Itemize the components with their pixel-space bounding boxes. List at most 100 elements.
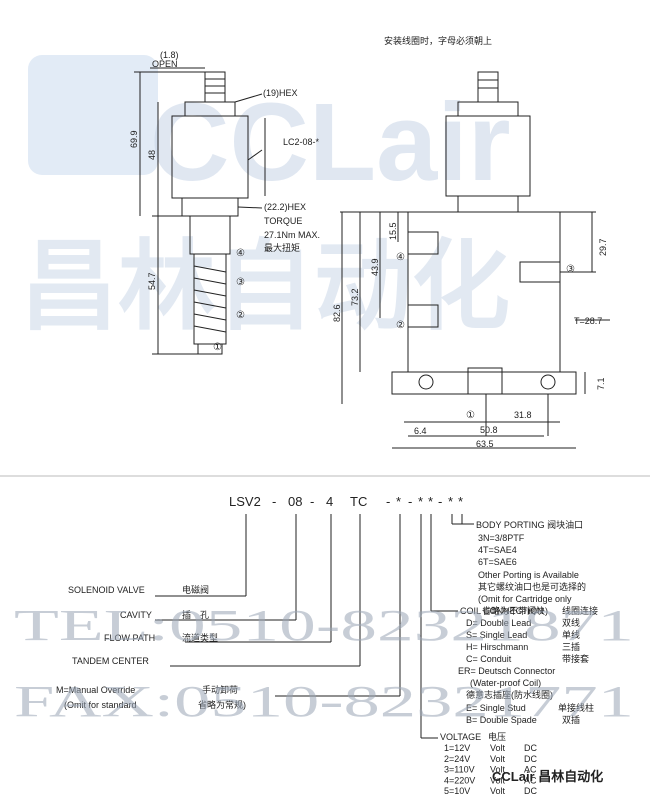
voltage-title-cn: 电压 — [488, 731, 506, 742]
dim-43-9: 43.9 — [370, 258, 380, 276]
dim-15-5: 15.5 — [388, 222, 398, 240]
body-porting-note-4: 省略为不带阀块) — [482, 605, 548, 616]
manifold-block-view — [340, 71, 610, 449]
dim-7-1: 7.1 — [596, 377, 606, 390]
body-porting-note-2: 其它螺纹油口也是可选择的 — [478, 581, 586, 592]
dim-82-6: 82.6 — [332, 304, 342, 322]
coil-row-e: E= Single Stud — [466, 703, 526, 713]
voltage-unit: Volt — [490, 775, 506, 785]
dim-69-9: 69.9 — [129, 130, 139, 148]
coil-connection-title: COIL CONNECTION — [460, 606, 544, 616]
voltage-code: 4=220V — [444, 775, 475, 785]
coil-row-s-cn: 单线 — [562, 629, 580, 640]
voltage-type: AC — [524, 775, 537, 785]
label-flow-path-cn: 流道类型 — [182, 632, 218, 643]
body-porting-block: BODY PORTING 阀块油口 3N=3/8PTF 4T=SAE4 6T=S… — [476, 519, 586, 616]
voltage-unit: Volt — [490, 743, 506, 753]
voltage-block: VOLTAGE 电压 — [440, 731, 506, 742]
body-porting-note-1: Other Porting is Available — [478, 570, 579, 580]
dim-63-5: 63.5 — [476, 439, 494, 449]
cartridge-side-view — [134, 67, 266, 355]
body-porting-title: BODY PORTING 阀块油口 — [476, 519, 583, 530]
coil-connection-block: COIL CONNECTION 线圈连接 D= Double Lead 双线 S… — [458, 605, 598, 725]
model-code-dash-1: - — [272, 494, 276, 509]
port-3-left: ③ — [236, 277, 245, 288]
contact-watermarks: TEL:0510-82321871 FAX:0510-82321771 — [14, 601, 634, 726]
dim-torque: TORQUE — [264, 216, 302, 226]
model-code-override: * — [396, 494, 401, 509]
coil-row-h-cn: 三插 — [562, 641, 580, 652]
voltage-type: AC — [524, 765, 537, 775]
dim-coil-code: LC2-08-* — [283, 137, 320, 147]
dim-31-8: 31.8 — [514, 410, 532, 420]
dim-73-2: 73.2 — [350, 288, 360, 306]
voltage-code: 5=10V — [444, 786, 470, 796]
body-porting-note-3: (Omit for Cartridge only — [478, 594, 572, 604]
model-code-porting-1: * — [448, 494, 453, 509]
logo-watermark: CCLair 昌林自动化 — [20, 55, 511, 341]
port-4-right: ④ — [396, 252, 405, 263]
dim-hex19: (19)HEX — [263, 88, 298, 98]
label-solenoid-valve: SOLENOID VALVE — [68, 585, 145, 595]
label-solenoid-valve-cn: 电磁阀 — [182, 584, 209, 595]
coil-row-er-cn: 德意志插座(防水线圈) — [466, 689, 553, 700]
coil-row-er: ER= Deutsch Connector — [458, 666, 555, 676]
cartridge-dimensions: (1.8) OPEN (19)HEX LC2-08-* (22.2)HEX TO… — [129, 50, 320, 353]
coil-row-b-cn: 双插 — [562, 714, 580, 725]
voltage-title: VOLTAGE — [440, 732, 481, 742]
logo-watermark-cn: 昌林自动化 — [20, 231, 510, 341]
body-porting-item-3n: 3N=3/8PTF — [478, 533, 525, 543]
voltage-code: 1=12V — [444, 743, 470, 753]
model-code: LSV2 - 08 - 4 TC - * - * * - * * — [229, 494, 463, 509]
port-1-right: ① — [466, 410, 475, 421]
model-code-voltage: * — [418, 494, 423, 509]
voltage-code: 2=24V — [444, 754, 470, 764]
model-code-dash-4: - — [408, 494, 412, 509]
port-3-right: ③ — [566, 264, 575, 275]
coil-row-c-cn: 带接套 — [562, 653, 589, 664]
label-omit-standard: (Omit for standard — [64, 700, 137, 710]
top-note: 安装线圈时，字母必须朝上 — [384, 35, 492, 46]
voltage-unit: Volt — [490, 765, 506, 775]
coil-row-d-cn: 双线 — [562, 617, 580, 628]
model-code-dash-3: - — [386, 494, 390, 509]
dim-hex22: (22.2)HEX — [264, 202, 306, 212]
logo-watermark-text: CCLair — [150, 81, 511, 204]
model-code-porting-2: * — [458, 494, 463, 509]
label-cavity: CAVITY — [120, 610, 152, 620]
dim-open-gap: (1.8) — [160, 50, 179, 60]
body-porting-item-6t: 6T=SAE6 — [478, 557, 517, 567]
model-code-dash-5: - — [438, 494, 442, 509]
code-left-labels: SOLENOID VALVE 电磁阀 CAVITY 插 孔 FLOW PATH … — [56, 584, 246, 710]
dim-t28-7: T=28.7 — [574, 316, 602, 326]
port-2-right: ② — [396, 320, 405, 331]
voltage-unit: Volt — [490, 786, 506, 796]
dim-54-7: 54.7 — [147, 272, 157, 290]
voltage-type: DC — [524, 786, 537, 796]
dim-torque-value: 27.1Nm MAX. — [264, 230, 320, 240]
manifold-dimensions: 15.5 43.9 73.2 82.6 29.7 T=28.7 7.1 31.8… — [332, 222, 608, 449]
coil-row-b: B= Double Spade — [466, 715, 537, 725]
coil-row-d: D= Double Lead — [466, 618, 531, 628]
coil-row-h: H= Hirschmann — [466, 642, 528, 652]
label-cavity-cn: 插 孔 — [182, 609, 209, 620]
body-porting-item-4t: 4T=SAE4 — [478, 545, 517, 555]
coil-row-c: C= Conduit — [466, 654, 512, 664]
voltage-code: 3=110V — [444, 765, 475, 775]
coil-connection-title-cn: 线圈连接 — [562, 605, 598, 616]
model-code-coil: * — [428, 494, 433, 509]
port-2-left: ② — [236, 310, 245, 321]
voltage-unit: Volt — [490, 754, 506, 764]
label-manual-override-cn: 手动卸荷 — [202, 684, 238, 695]
voltage-type: DC — [524, 743, 537, 753]
code-leaders — [155, 514, 474, 739]
voltage-type: DC — [524, 754, 537, 764]
model-code-dash-2: - — [310, 494, 314, 509]
tel-watermark: TEL:0510-82321871 — [14, 601, 634, 650]
coil-row-er-waterproof: (Water-proof Coil) — [470, 678, 541, 688]
label-manual-override: M=Manual Override — [56, 685, 135, 695]
dim-6-4: 6.4 — [414, 426, 427, 436]
label-flow-path: FLOW PATH — [104, 633, 155, 643]
